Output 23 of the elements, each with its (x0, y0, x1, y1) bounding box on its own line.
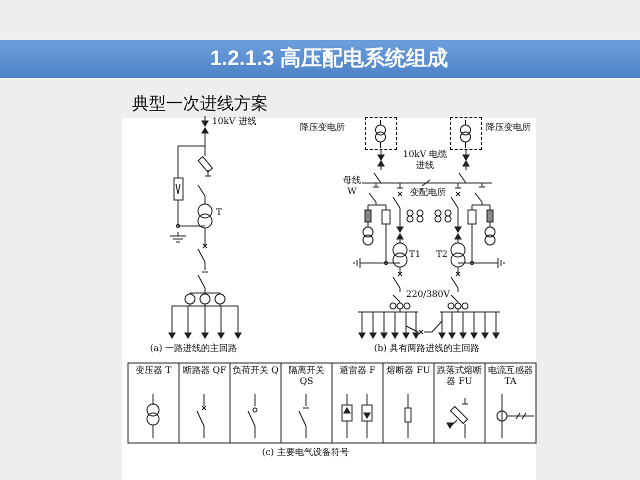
slide-title: 1.2.1.3 高压配电系统组成 (210, 46, 448, 72)
circuit-label: 母线 W (342, 176, 362, 198)
circuit-label: T2 (436, 250, 448, 261)
circuit-label: 变配电所 (410, 188, 446, 199)
circuit-label: 220/380V (406, 290, 450, 301)
symbol-name: 负荷开关 Q (231, 366, 280, 377)
circuit-label: T1 (409, 250, 421, 261)
figure-caption: (c) 主要电气设备符号 (262, 448, 349, 459)
symbol-name: 跌落式熔断器 FU (436, 366, 483, 388)
symbol-name: 断路器 QF (182, 366, 228, 377)
symbol-name: 避雷器 F (338, 366, 377, 377)
node-label: 降压变电所 (300, 123, 345, 134)
figure-caption: (b) 具有两路进线的主回路 (374, 344, 480, 355)
slide-subtitle: 典型一次进线方案 (132, 94, 268, 115)
node-label: 降压变电所 (486, 123, 531, 134)
circuit-label: T (216, 208, 222, 219)
symbol-name: 熔断器 FU (386, 366, 432, 377)
circuit-label: 10kV 进线 (212, 117, 256, 128)
symbol-name: 变压器 T (134, 366, 172, 377)
symbol-name: 电流互感器 TA (487, 366, 534, 388)
symbol-name: 隔离开关 QS (288, 366, 326, 388)
figure-caption: (a) 一路进线的主回路 (150, 344, 238, 355)
circuit-label: 10kV 电缆进线 (402, 150, 448, 172)
